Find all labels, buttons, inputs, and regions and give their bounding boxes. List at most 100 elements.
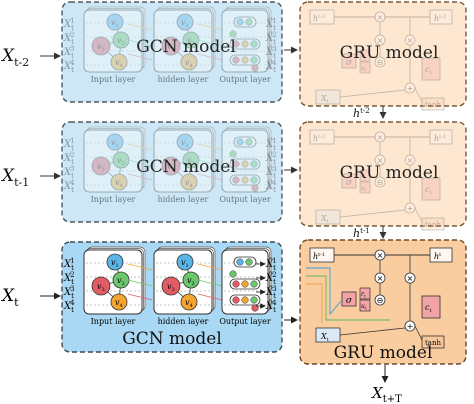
graph-edge — [188, 39, 192, 63]
node-label: v1 — [111, 138, 119, 149]
gru-hprev-label: ht-1 — [313, 252, 325, 261]
output-dot — [241, 56, 249, 64]
gru-op-circle — [374, 34, 386, 46]
gru-candidate-label: ct — [425, 303, 432, 314]
node-v2 — [182, 31, 200, 49]
graph-edge — [118, 39, 122, 63]
feature-edge — [197, 173, 223, 181]
graph-edge — [114, 141, 122, 161]
graph-edge — [100, 45, 120, 63]
feature-edge — [127, 143, 153, 151]
output-dot — [241, 160, 249, 168]
feature-edge — [197, 279, 223, 287]
graph-edge — [170, 159, 192, 167]
node-v1 — [176, 13, 194, 31]
gcn-output-feature-3-row-1: X̂t3 — [265, 165, 277, 180]
gcn-output-feature-1-row-1: X̂t1 — [265, 137, 277, 152]
output-dot — [250, 56, 258, 64]
output-dot — [245, 258, 253, 266]
output-dot — [250, 296, 258, 304]
gru-reset-gate — [359, 169, 371, 182]
gcn-output-feature-3-row-0: X̂t3 — [265, 45, 277, 60]
gru-xt-box — [315, 89, 341, 105]
gcn-input-feature-1-row-1: Xt1 — [63, 137, 75, 152]
graph-edge — [100, 159, 122, 167]
graph-edge — [100, 39, 122, 47]
node-label: v3 — [167, 42, 175, 53]
gru-reset-label: rt — [361, 173, 366, 181]
graph-edge — [170, 165, 190, 183]
feature-edge — [127, 263, 153, 271]
feature-edge — [127, 23, 153, 31]
node-v3 — [91, 36, 111, 56]
gru-xt-label: Xt — [320, 214, 329, 225]
panel-stack-1 — [223, 128, 270, 191]
node-label: v1 — [181, 258, 189, 269]
layer-label-1-row-2: hidden layer — [158, 317, 209, 326]
output-capsule — [233, 136, 257, 148]
layer-label-0-row-1: Input layer — [91, 195, 136, 204]
node-v1 — [176, 133, 194, 151]
graph-edge — [118, 159, 122, 183]
gcn-model-label-row-1: GCN model — [136, 157, 236, 177]
gru-connector — [414, 207, 423, 223]
input-label-row-1: Xt-1 — [0, 166, 29, 189]
node-label: v1 — [111, 18, 119, 29]
gru-hout-box — [429, 9, 453, 25]
output-dot — [251, 64, 259, 72]
output-dot — [245, 18, 253, 26]
panel-card — [153, 9, 213, 73]
node-label: v4 — [115, 58, 123, 69]
output-dot — [241, 176, 249, 184]
gru-model-label-row-2: GRU model — [334, 343, 433, 363]
layer-label-1-row-0: hidden layer — [158, 75, 209, 84]
gcn-model-label-row-2: GCN model — [122, 329, 222, 349]
final-output-group: Xt+T — [371, 365, 402, 404]
node-v4 — [110, 53, 128, 71]
node-v3 — [91, 156, 111, 176]
feature-edge — [127, 39, 153, 47]
gru-update-label: ut — [361, 185, 367, 193]
gcn-input-feature-2-row-0: Xt2 — [63, 31, 75, 46]
node-v3 — [161, 276, 181, 296]
panel-card — [83, 9, 143, 73]
layer-label-2-row-1: Output layer — [219, 195, 271, 204]
node-label: v2 — [117, 156, 125, 167]
layer-label-1-row-1: hidden layer — [158, 195, 209, 204]
output-capsule — [229, 38, 261, 50]
output-dot — [241, 296, 249, 304]
node-v1 — [176, 253, 194, 271]
gru-reset-gate — [359, 287, 371, 300]
node-label: v4 — [185, 298, 193, 309]
gru-hprev-box — [309, 9, 335, 25]
gru-op-symbol: × — [407, 274, 414, 283]
output-dot — [232, 296, 240, 304]
gru-reset-label: rt — [361, 291, 366, 299]
gcn-input-feature-4-row-1: Xt4 — [63, 179, 75, 194]
gru-tanh-box — [421, 335, 445, 349]
gru-connector — [339, 209, 406, 218]
gru-op-circle — [404, 34, 416, 46]
panel-card — [221, 129, 269, 193]
gcn-output-feature-4-row-0: X̂t4 — [265, 59, 277, 74]
gcn-box-row-1 — [61, 121, 283, 223]
output-dot — [250, 160, 258, 168]
gru-hout-label: ht-1 — [434, 134, 446, 143]
output-capsule — [233, 16, 257, 28]
panel-card — [153, 129, 213, 193]
graph-edge — [114, 21, 122, 41]
gru-xt-box — [315, 209, 341, 225]
output-capsule — [229, 158, 261, 170]
gru-reset-gate — [359, 49, 371, 62]
gru-tanh-label: tanh — [425, 221, 441, 229]
gru-xt-label: Xt — [320, 332, 329, 343]
feature-edge — [197, 159, 223, 167]
gcn-input-feature-2-row-2: Xt2 — [63, 271, 75, 286]
gru-xt-label: Xt — [320, 94, 329, 105]
node-v2 — [182, 151, 200, 169]
